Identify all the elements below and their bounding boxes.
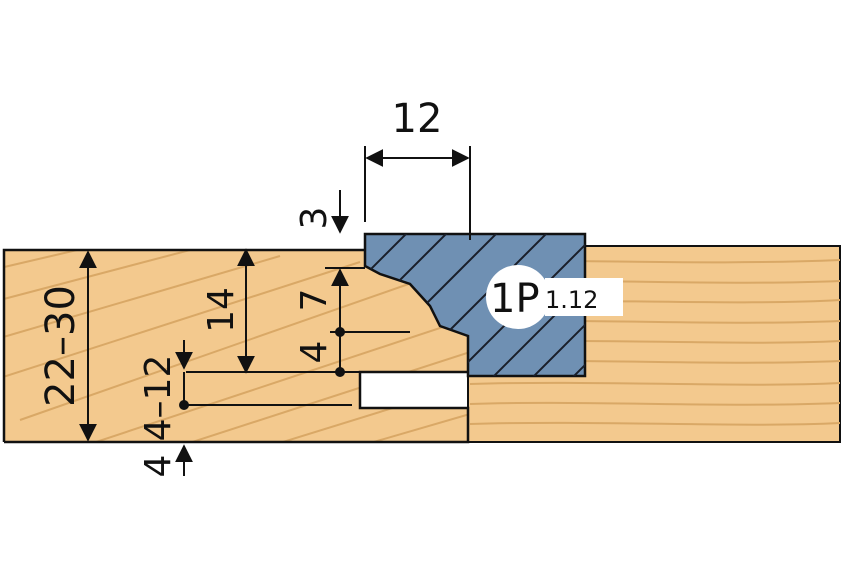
dimension-lines — [79, 146, 471, 476]
tool-code-main: 1P — [490, 276, 540, 322]
dim-depth-14: 14 — [201, 287, 242, 333]
dim-groove-4: 4 — [294, 341, 335, 364]
dim-height-7: 7 — [294, 289, 335, 312]
dim-thickness: 22–30 — [38, 285, 84, 407]
dim-bottom-4: 4 — [138, 455, 179, 478]
tool-code-badge: 1P 1.12 — [486, 265, 623, 329]
dimension-dots — [179, 327, 345, 410]
tool-code-sub: 1.12 — [545, 286, 598, 314]
left-board-grain — [4, 250, 468, 442]
dim-width-12: 12 — [392, 96, 443, 142]
dimension-labels: 12 3 7 14 4 22–30 4–12 4 — [38, 96, 442, 477]
dim-groove-range: 4–12 — [138, 355, 179, 442]
dim-offset-3: 3 — [294, 207, 335, 230]
